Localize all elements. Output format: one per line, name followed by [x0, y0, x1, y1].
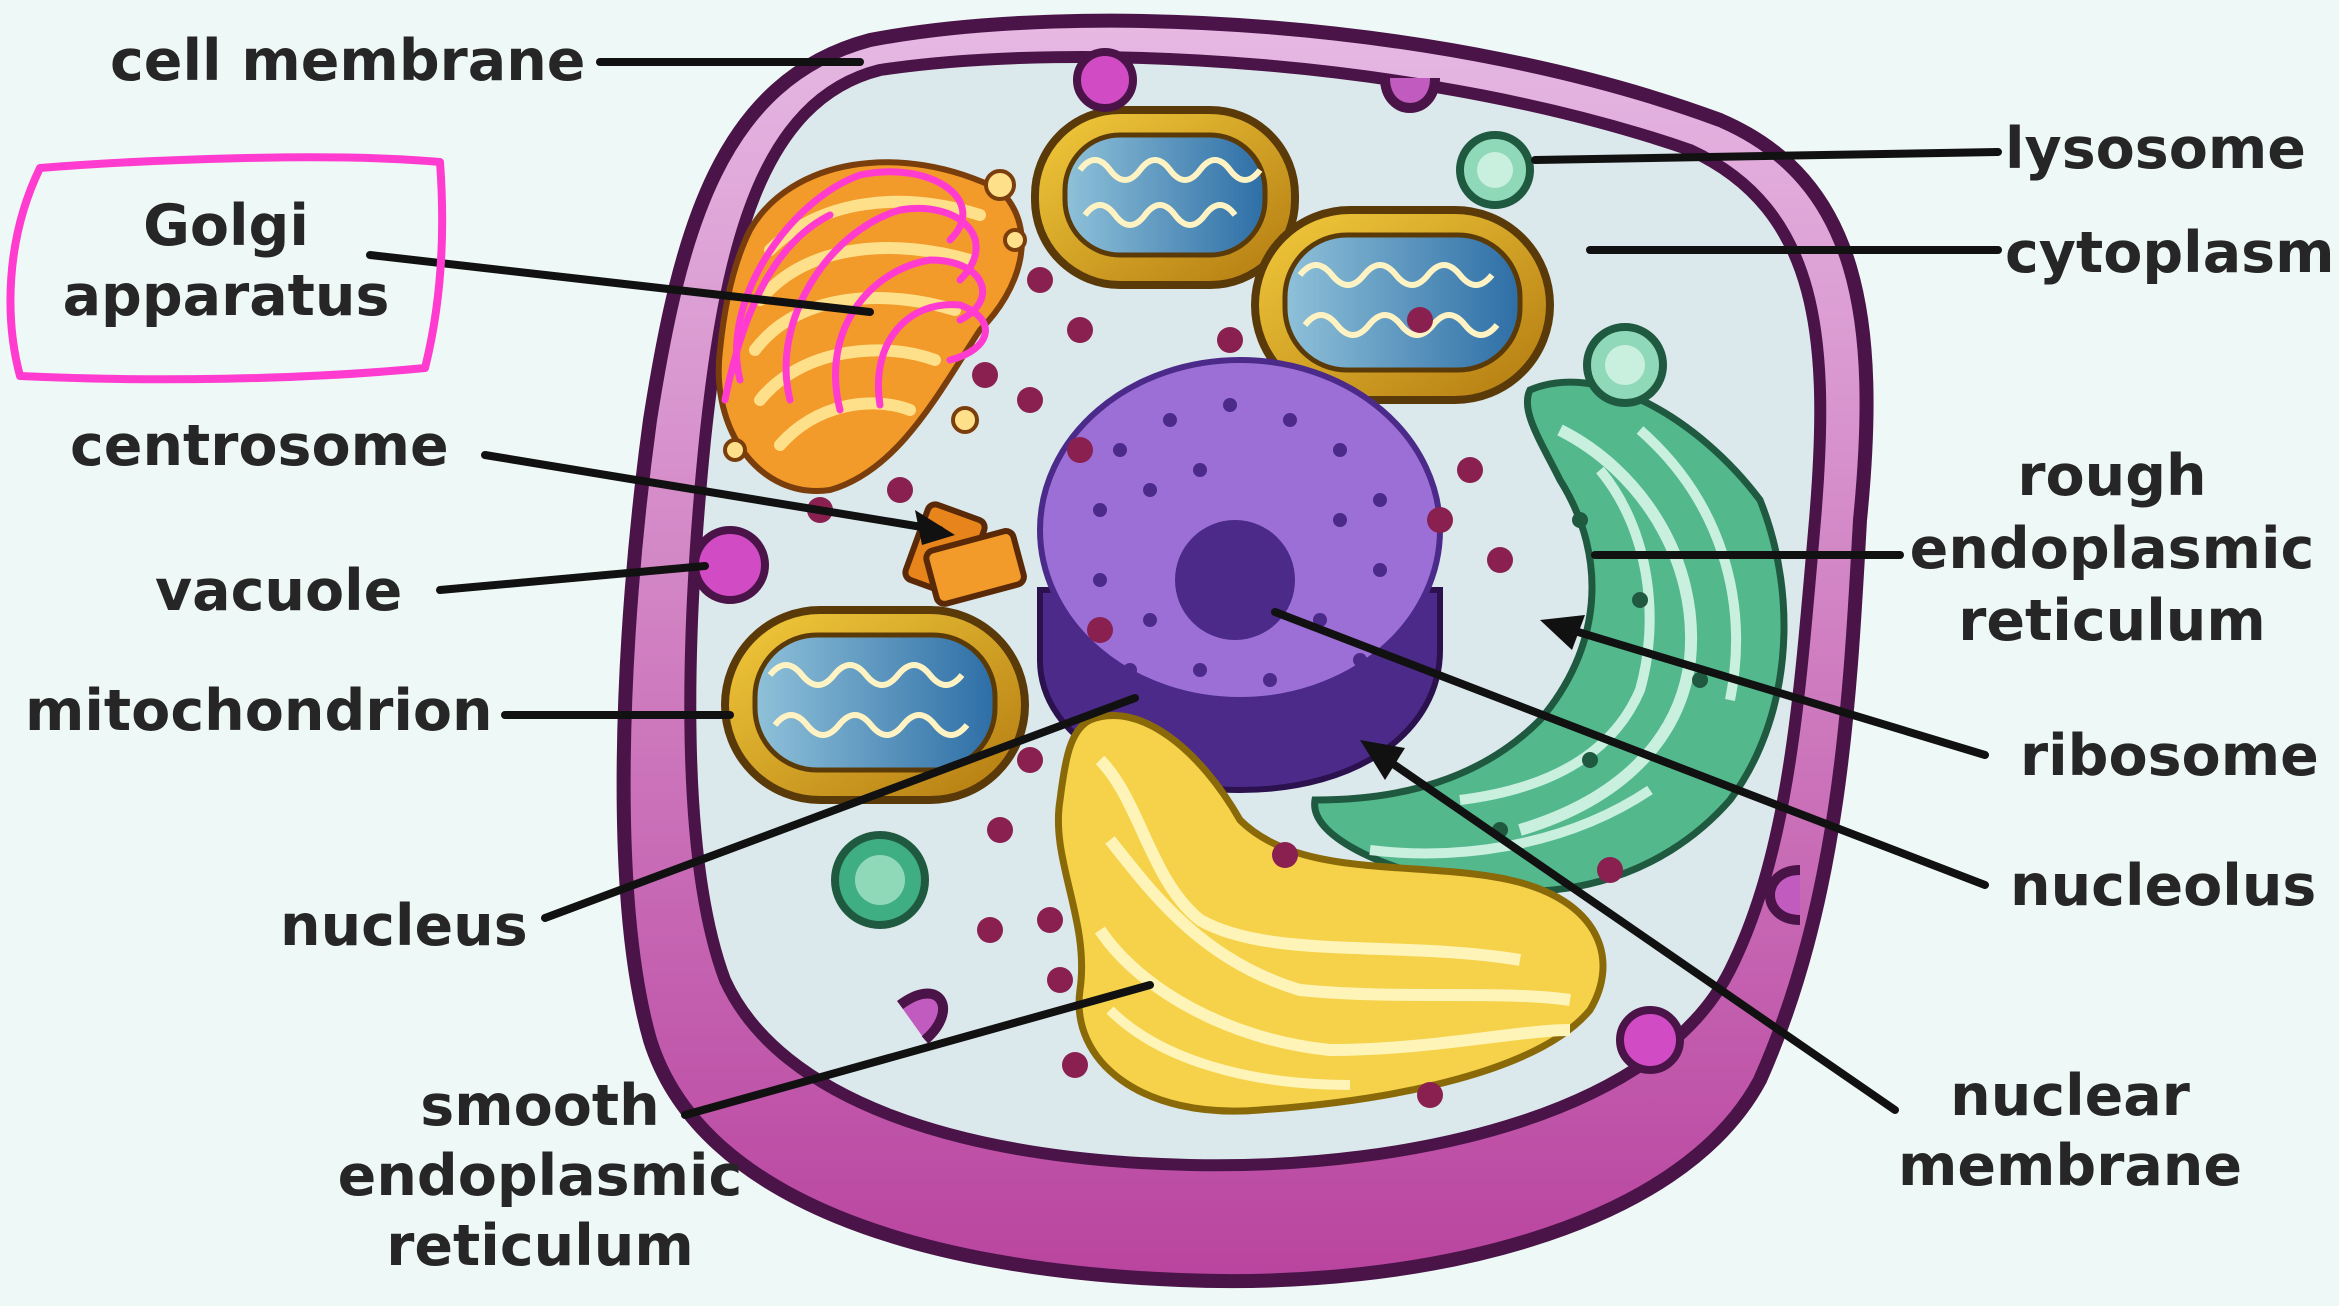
- label-mitochondrion: mitochondrion: [25, 678, 493, 744]
- label-cytoplasm: cytoplasm: [2005, 220, 2334, 286]
- label-smooth-er-line2: endoplasmic: [338, 1143, 743, 1209]
- membrane-pit-top: [1385, 78, 1435, 108]
- label-rough-er-line3: reticulum: [1958, 588, 2265, 654]
- label-nuclear-membrane-line1: nuclear: [1950, 1063, 2190, 1129]
- label-centrosome: centrosome: [70, 413, 449, 479]
- label-nucleus: nucleus: [280, 893, 528, 959]
- label-smooth-er-line3: reticulum: [386, 1213, 693, 1279]
- label-rough-er-line1: rough: [2017, 443, 2206, 509]
- membrane-pit-right: [1770, 870, 1800, 920]
- nucleolus: [1175, 520, 1295, 640]
- label-lysosome: lysosome: [2005, 116, 2306, 182]
- label-nuclear-membrane-line2: membrane: [1898, 1133, 2242, 1199]
- label-ribosome: ribosome: [2020, 723, 2319, 789]
- label-smooth-er-line1: smooth: [420, 1073, 659, 1139]
- label-rough-er-line2: endoplasmic: [1910, 516, 2315, 582]
- label-cell-membrane: cell membrane: [110, 28, 585, 94]
- label-vacuole: vacuole: [155, 558, 402, 624]
- label-nucleolus: nucleolus: [2010, 853, 2316, 919]
- label-golgi-line2: apparatus: [63, 263, 390, 329]
- mitochondrion-left: [725, 610, 1025, 800]
- mitochondrion-top: [1035, 110, 1295, 285]
- label-golgi-line1: Golgi: [143, 193, 309, 259]
